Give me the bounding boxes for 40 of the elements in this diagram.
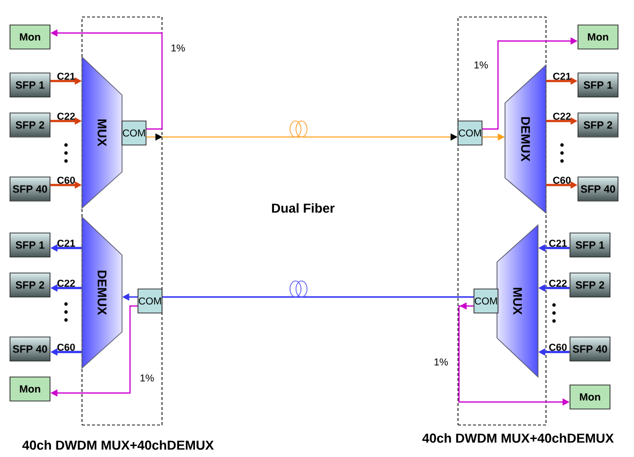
edge-label: C22 bbox=[57, 280, 75, 287]
monitor-box: Mon bbox=[578, 24, 618, 50]
sfp-box: SFP 2 bbox=[570, 272, 610, 298]
edge-label: C22 bbox=[57, 112, 75, 120]
sfp-box: SFP 1 bbox=[10, 232, 50, 258]
sfp-box: SFP 1 bbox=[578, 72, 618, 98]
sfp-box: SFP 40 bbox=[570, 336, 610, 362]
edge-label: 1% bbox=[474, 62, 488, 68]
com-port-box: COM bbox=[474, 288, 498, 314]
edge-label: C21 bbox=[553, 72, 571, 80]
sfp-box: SFP 2 bbox=[578, 112, 618, 138]
edge-label: C21 bbox=[549, 240, 567, 247]
frame-caption: 40ch DWDM MUX+40chDEMUX bbox=[22, 440, 214, 450]
text-label: Dual Fiber bbox=[272, 203, 335, 213]
edge-label: C60 bbox=[553, 176, 571, 184]
edge-label: 1% bbox=[434, 358, 448, 366]
edge-label: 1% bbox=[172, 44, 185, 52]
sfp-box: SFP 40 bbox=[10, 176, 50, 202]
sfp-box: SFP 2 bbox=[10, 272, 50, 298]
sfp-box: SFP 1 bbox=[10, 72, 50, 98]
edge-label: C60 bbox=[549, 344, 567, 351]
edge-label: C22 bbox=[549, 280, 567, 287]
com-port-box: COM bbox=[458, 120, 482, 146]
monitor-box: Mon bbox=[10, 376, 50, 402]
sfp-box: SFP 40 bbox=[10, 336, 50, 362]
monitor-box: Mon bbox=[10, 24, 50, 50]
edge-label: 1% bbox=[140, 374, 154, 382]
edge-label: C21 bbox=[57, 240, 75, 247]
sfp-box: SFP 40 bbox=[578, 176, 618, 202]
edge-label: C60 bbox=[57, 176, 75, 184]
connector-line bbox=[162, 296, 474, 298]
com-port-box: COM bbox=[122, 120, 146, 146]
edge-label: C22 bbox=[553, 112, 571, 120]
edge-label: C60 bbox=[57, 344, 75, 351]
frame-caption: 40ch DWDM MUX+40chDEMUX bbox=[422, 433, 614, 443]
com-port-box: COM bbox=[138, 288, 162, 314]
monitor-box: Mon bbox=[570, 384, 610, 410]
edge-label: C21 bbox=[57, 72, 75, 80]
sfp-box: SFP 2 bbox=[10, 112, 50, 138]
sfp-box: SFP 1 bbox=[570, 232, 610, 258]
